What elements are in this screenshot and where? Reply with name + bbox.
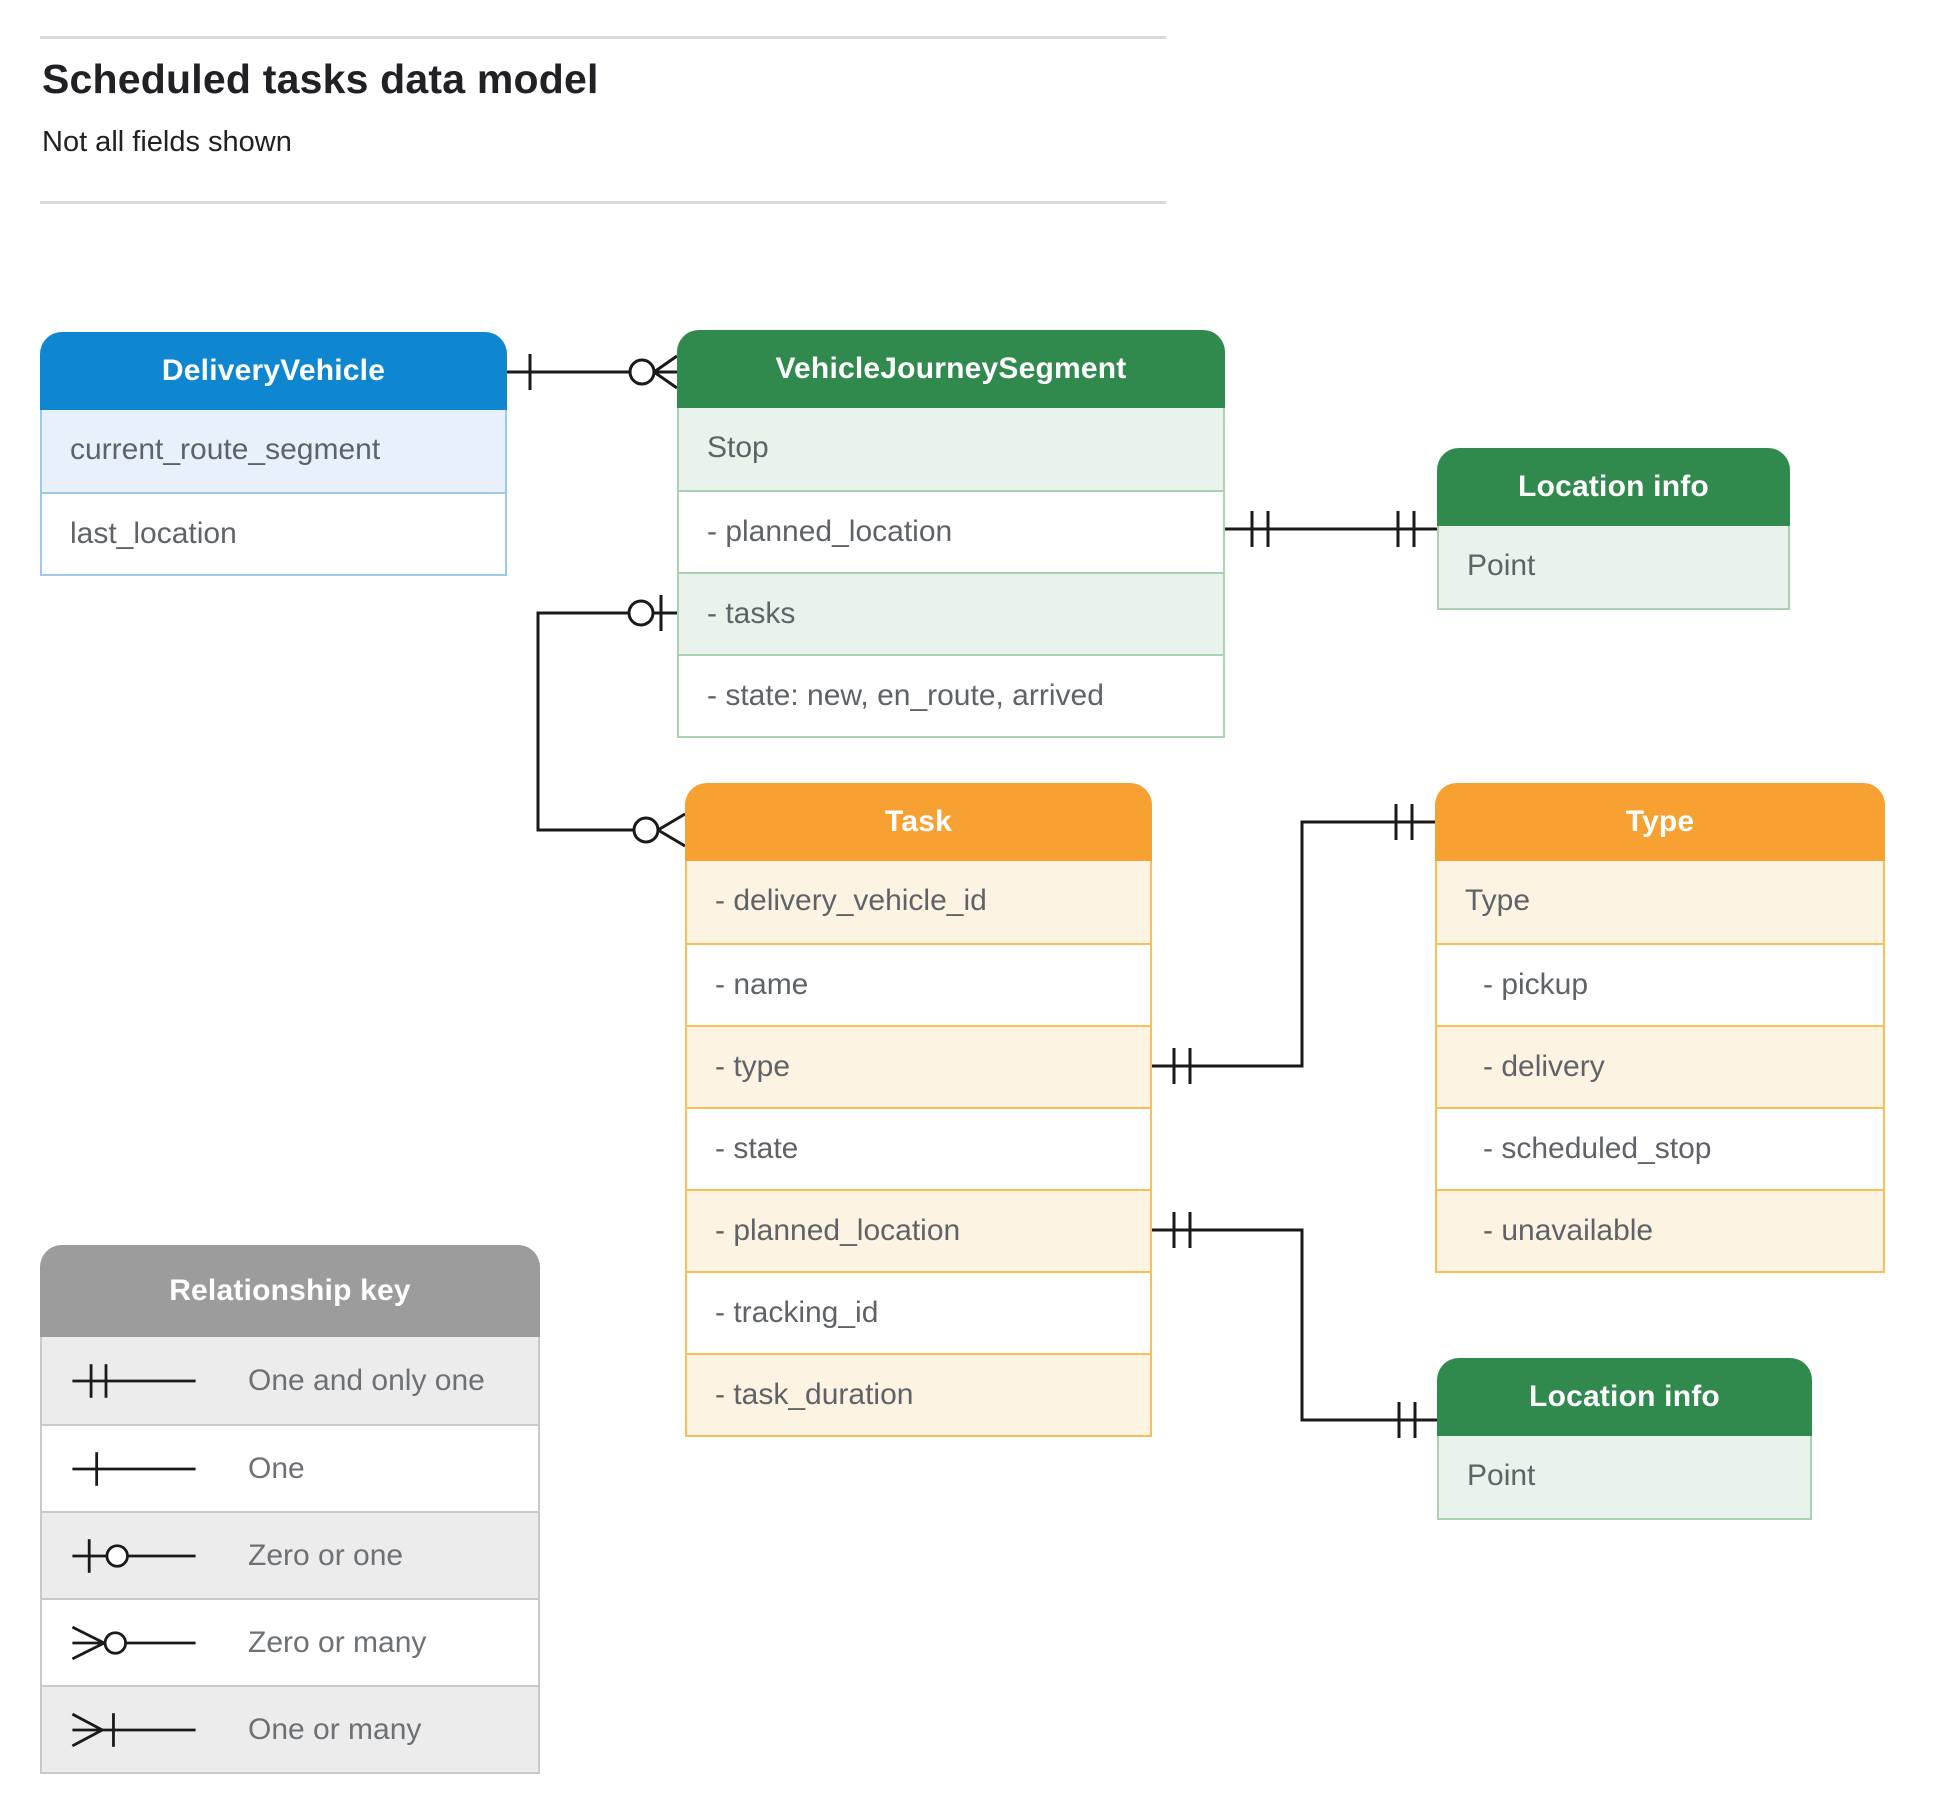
field-row: - planned_location [679,490,1223,572]
legend-item-label: One or many [248,1712,422,1746]
legend-item-label: Zero or one [248,1538,404,1572]
connector-deliveryvehicle-vehiclejourneysegment [507,354,678,390]
legend-item: One or many [42,1685,538,1772]
entity-vehicle-journey-segment: VehicleJourneySegment Stop - planned_loc… [677,330,1225,738]
zero-or-many-icon [71,1625,196,1660]
page-title: Scheduled tasks data model [42,56,599,102]
field-row: Point [1439,526,1788,608]
divider-top [40,36,1166,39]
entity-header: Type [1435,783,1885,861]
field-row: - state [687,1107,1150,1189]
page-subtitle: Not all fields shown [42,126,292,158]
field-row: - pickup [1437,943,1883,1025]
entity-header: Location info [1437,448,1790,526]
legend-item: One [42,1424,538,1511]
connector-plannedlocation-locationinfo-bottom [1152,1212,1437,1438]
field-row: Point [1439,1436,1810,1518]
entity-task: Task - delivery_vehicle_id - name - type… [685,783,1152,1437]
entity-header: Task [685,783,1152,861]
field-row: - delivery_vehicle_id [687,861,1150,943]
field-row: Stop [679,408,1223,490]
one-icon [72,1451,196,1486]
entity-type: Type Type - pickup - delivery - schedule… [1435,783,1885,1273]
field-row: - state: new, en_route, arrived [679,654,1223,736]
field-row: - name [687,943,1150,1025]
relationship-key-header: Relationship key [40,1245,540,1337]
legend-item: Zero or one [42,1511,538,1598]
entity-location-info-bottom: Location info Point [1437,1358,1812,1520]
field-row: current_route_segment [42,410,505,492]
legend-item-label: One [248,1451,305,1485]
relationship-key: Relationship key One and only one One [40,1245,540,1774]
entity-delivery-vehicle: DeliveryVehicle current_route_segment la… [40,332,507,576]
entity-location-info-top: Location info Point [1437,448,1790,610]
legend-item-label: One and only one [248,1363,485,1397]
field-row: - tasks [679,572,1223,654]
entity-header: VehicleJourneySegment [677,330,1225,408]
field-row: - planned_location [687,1189,1150,1271]
field-row: - tracking_id [687,1271,1150,1353]
one-or-many-icon [71,1712,196,1747]
legend-item-label: Zero or many [248,1625,427,1659]
field-row: - scheduled_stop [1437,1107,1883,1189]
zero-or-one-icon [72,1538,196,1573]
divider-bottom [40,201,1166,204]
connector-tasks-task [536,595,686,848]
field-row: Type [1437,861,1883,943]
connector-plannedlocation-locationinfo [1225,511,1437,547]
field-row: - type [687,1025,1150,1107]
legend-item: Zero or many [42,1598,538,1685]
connector-tasktype-type [1152,804,1435,1084]
one-and-only-one-icon [72,1363,196,1398]
entity-header: Location info [1437,1358,1812,1436]
field-row: - delivery [1437,1025,1883,1107]
field-row: - unavailable [1437,1189,1883,1271]
entity-header: DeliveryVehicle [40,332,507,410]
legend-item: One and only one [42,1337,538,1424]
field-row: - task_duration [687,1353,1150,1435]
field-row: last_location [42,492,505,574]
